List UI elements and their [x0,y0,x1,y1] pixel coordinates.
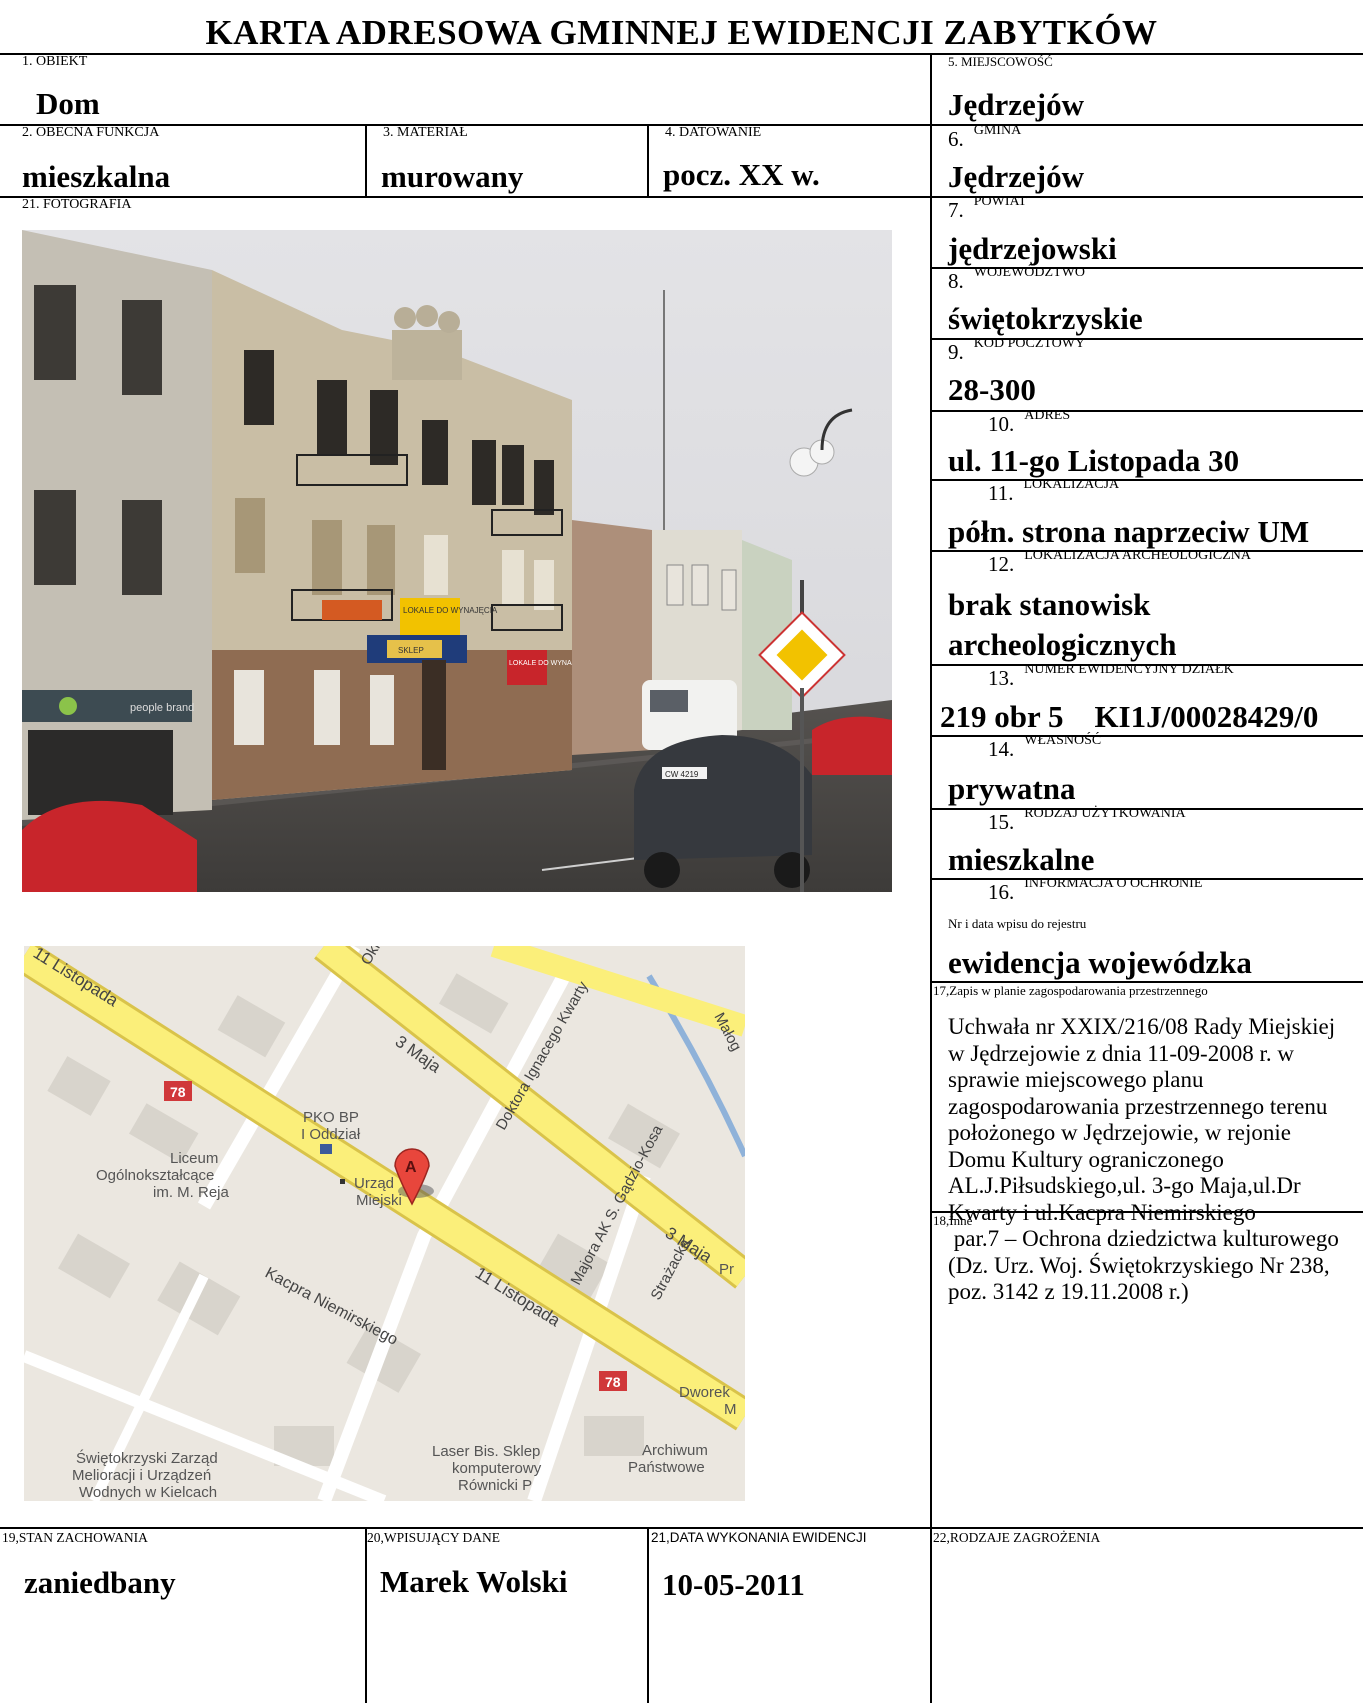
dzialki-label: 13.NUMER EWIDENCYJNY DZIAŁK [988,662,1234,690]
right-divider [930,338,1363,340]
zagrozenia-label: 22,RODZAJE ZAGROŻENIA [933,1530,1101,1545]
poi-label: Laser Bis. Sklep [432,1443,540,1460]
obiekt-label: 1. OBIEKT [22,54,88,69]
marker-label: A [405,1159,417,1176]
adres-label: 10.ADRES [988,408,1071,436]
adres-value: ul. 11-go Listopada 30 [948,443,1240,478]
inne-label: 18,Inne [933,1213,973,1228]
miejscowosc-value: Jędrzejów [948,87,1084,122]
arch-value-line1: brak stanowisk [948,587,1151,622]
funkcja-label: 2. OBECNA FUNKCJA [22,125,160,140]
obiekt-value: Dom [36,86,100,121]
poi-label: Wodnych w Kielcach [79,1484,217,1501]
right-divider [930,550,1363,552]
road-number-badge: 78 [605,1374,621,1390]
photo-sign-people-brand: people brand [130,702,194,714]
ochrona-value: ewidencja wojewódzka [948,945,1252,980]
miejscowosc-label: 5. MIEJSCOWOŚĆ [948,54,1053,69]
wpisujacy-label: 20,WPISUJĄCY DANE [367,1530,501,1545]
poi-label: Dworek [679,1384,730,1401]
photo-sign-lokale-2: LOKALE DO WYNAJĘCIA [509,660,592,667]
top-border [0,53,1363,55]
wlasnosc-value: prywatna [948,771,1076,806]
col-divider-c [365,1527,367,1703]
powiat-value: jędrzejowski [948,231,1117,266]
stan-value: zaniedbany [24,1565,176,1600]
wojewodztwo-value: świętokrzyskie [948,301,1143,336]
building-photo: people brand LOKALE DO WYNAJĘCIA SKLEP L… [22,230,892,892]
right-divider [930,808,1363,810]
datowanie-label: 4. DATOWANIE [665,125,762,140]
lokalizacja-value: półn. strona naprzeciw UM [948,514,1310,549]
poi-label: Ogólnokształcące [96,1167,214,1184]
fotografia-label: 21. FOTOGRAFIA [22,197,132,212]
row-divider-2 [0,196,1363,198]
poi-label: Liceum [170,1150,218,1167]
wojewodztwo-label: 8.WOJEWÓDZTWO [948,265,1085,293]
bottom-section-divider [0,1527,1363,1529]
col-divider-d [647,1527,649,1703]
right-divider [930,1211,1363,1213]
row-divider-1 [0,124,1363,126]
kod-label: 9.KOD POCZTOWY [948,336,1086,364]
funkcja-value: mieszkalna [22,159,171,194]
powiat-label: 7.POWIAT [948,194,1027,222]
poi-label: Miejski [356,1192,402,1209]
uzytkowanie-value: mieszkalne [948,842,1095,877]
poi-label: Melioracji i Urządzeń [72,1467,211,1484]
wpisujacy-value: Marek Wolski [380,1564,568,1599]
right-divider [930,981,1363,983]
data-value: 10-05-2011 [662,1567,805,1602]
location-map: 78 78 11 Listopada 3 Maja Doktora Ignace… [24,946,745,1501]
arch-label: 12.LOKALIZACJA ARCHEOLOGICZNA [988,548,1251,576]
material-value: murowany [381,159,524,194]
location-marker-icon [394,1148,430,1206]
poi-label: I Oddział [301,1126,361,1143]
ochrona-sublabel: Nr i data wpisu do rejestru [948,916,1087,931]
uzytkowanie-label: 15.RODZAJ UŻYTKOWANIA [988,806,1186,834]
photo-sign-lokale: LOKALE DO WYNAJĘCIA [403,606,498,615]
dzialki-value: 219 obr 5 KI1J/00028429/0 [940,699,1319,734]
col-divider-b [647,124,649,196]
photo-plate: CW 4219 [665,770,699,779]
material-label: 3. MATERIAŁ [383,125,468,140]
gmina-value: Jędrzejów [948,159,1084,194]
right-divider [930,479,1363,481]
page-title: KARTA ADRESOWA GMINNEJ EWIDENCJI ZABYTKÓ… [205,13,1158,52]
poi-label: PKO BP [303,1109,359,1126]
poi-label: im. M. Reja [153,1184,230,1201]
right-divider [930,735,1363,737]
poi-label: komputerowy [452,1460,542,1477]
stan-label: 19,STAN ZACHOWANIA [2,1530,148,1545]
poi-label: Świętokrzyski Zarząd [76,1449,218,1467]
datowanie-value: pocz. XX w. [663,157,820,192]
lokalizacja-label: 11.LOKALIZACJA [988,477,1120,505]
right-divider [930,664,1363,666]
right-divider [930,410,1363,412]
col-divider-a [365,124,367,196]
right-divider [930,267,1363,269]
photo-sign-sklep: SKLEP [398,646,424,655]
kod-value: 28-300 [948,372,1036,407]
right-divider [930,878,1363,880]
data-label: 21,DATA WYKONANIA EWIDENCJI [651,1530,867,1545]
poi-label: Pr [719,1261,734,1278]
plan-label: 17,Zapis w planie zagospodarowania przes… [933,983,1208,998]
plan-text: Uchwała nr XXIX/216/08 Rady Miejskiej w … [948,1014,1339,1304]
poi-label: Państwowe [628,1459,705,1476]
arch-value-line2: archeologicznych [948,627,1177,662]
poi-label: Równicki P [458,1477,532,1494]
road-number-badge: 78 [170,1084,186,1100]
poi-label: Urząd [354,1175,394,1192]
poi-label: Archiwum [642,1442,708,1459]
ochrona-label: 16.INFORMACJA O OCHRONIE [988,876,1203,904]
wlasnosc-label: 14.WŁASNOŚĆ [988,733,1102,761]
gmina-label: 6.GMINA [948,123,1022,151]
poi-label: M [724,1401,737,1418]
